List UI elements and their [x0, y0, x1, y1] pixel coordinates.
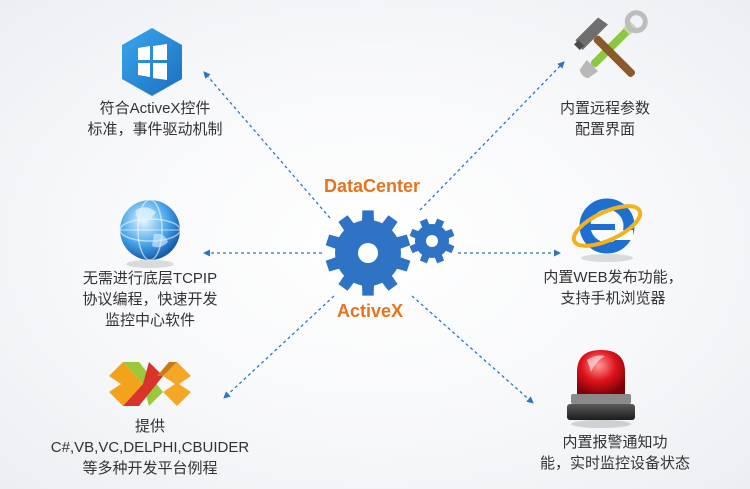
feature-line: 等多种开发平台例程 — [82, 460, 218, 477]
feature-line: 标准，事件驱动机制 — [87, 121, 223, 138]
feature-line: 无需进行底层TCPIP — [82, 270, 218, 287]
feature-line: 内置WEB发布功能， — [543, 269, 683, 286]
arrow-dev-examples — [223, 295, 335, 399]
globe-icon — [119, 199, 181, 268]
feature-label-no-tcpip: 无需进行底层TCPIP 协议编程，快速开发 监控中心软件 — [45, 268, 255, 331]
feature-label-web-publish: 内置WEB发布功能， 支持手机浏览器 — [518, 267, 708, 309]
center-label-activex: ActiveX — [337, 301, 404, 321]
arrow-activex-standard — [203, 71, 331, 219]
feature-line: 内置报警通知功 — [562, 434, 668, 451]
center-label-datacenter: DataCenter — [324, 176, 421, 196]
feature-line: 支持手机浏览器 — [560, 290, 666, 307]
internet-explorer-icon — [571, 198, 643, 262]
gear-hole — [426, 235, 438, 247]
alarm-siren-icon — [567, 350, 635, 428]
feature-line: C#,VB,VC,DELPHI,CBUIDER — [50, 439, 250, 456]
feature-line: 提供 — [134, 418, 165, 435]
arrow-alarm — [411, 295, 534, 404]
feature-line: 协议编程，快速开发 — [82, 291, 218, 308]
feature-label-alarm: 内置报警通知功 能，实时监控设备状态 — [510, 432, 720, 474]
gear-hole — [358, 243, 378, 263]
small-gear-icon — [409, 218, 455, 264]
feature-label-dev-examples: 提供 C#,VB,VC,DELPHI,CBUIDER 等多种开发平台例程 — [25, 416, 275, 479]
feature-line: 监控中心软件 — [104, 312, 195, 329]
feature-label-activex-standard: 符合ActiveX控件 标准，事件驱动机制 — [60, 98, 250, 140]
feature-line: 能，实时监控设备状态 — [539, 455, 690, 472]
connector-arrows — [203, 61, 565, 404]
feature-label-remote-config: 内置远程参数 配置界面 — [530, 98, 680, 140]
tools-icon — [574, 10, 648, 79]
visual-studio-icon — [109, 362, 191, 406]
windows-logo-icon — [122, 28, 182, 96]
center-gears — [325, 210, 455, 296]
feature-line: 内置远程参数 — [559, 100, 650, 117]
big-gear-icon — [325, 210, 411, 296]
feature-line: 配置界面 — [574, 121, 635, 138]
arrow-remote-config — [419, 61, 565, 211]
feature-line: 符合ActiveX控件 — [99, 100, 211, 117]
